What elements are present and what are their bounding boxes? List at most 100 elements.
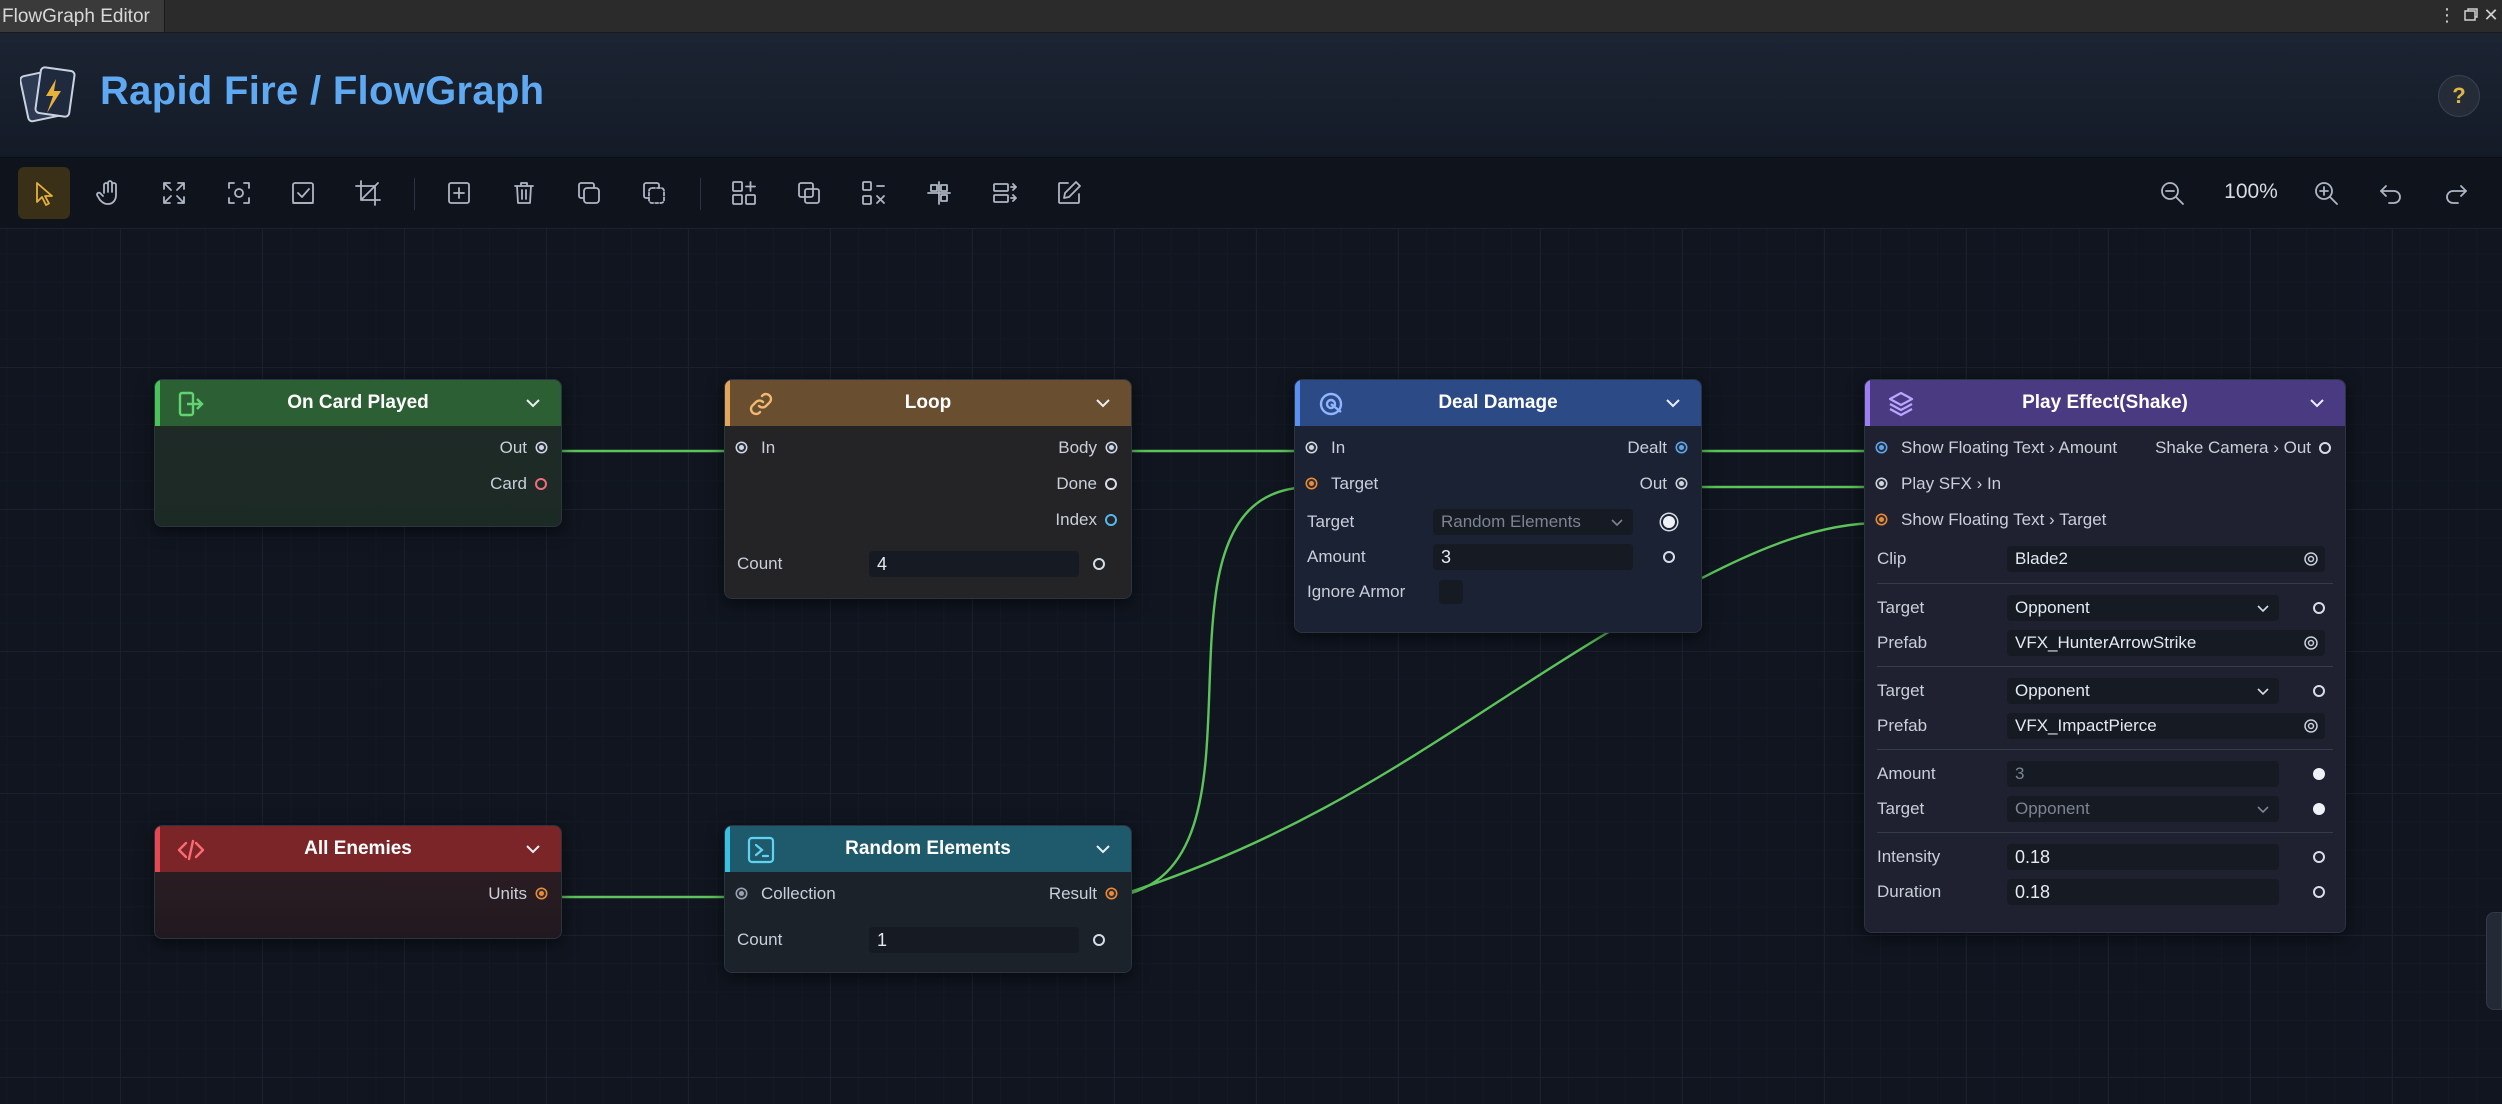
ungroup-button[interactable] — [783, 167, 835, 219]
duplicate-button[interactable] — [563, 167, 615, 219]
edit-button[interactable] — [1043, 167, 1095, 219]
target1-select[interactable]: Opponent — [2007, 595, 2279, 621]
prefab2-field[interactable]: VFX_ImpactPierce — [2007, 713, 2325, 739]
port-target[interactable] — [1307, 479, 1316, 488]
chevron-down-icon[interactable] — [1095, 397, 1111, 409]
port-body[interactable] — [1107, 443, 1116, 452]
amount-label: Amount — [1877, 764, 1936, 783]
edit-icon — [1058, 181, 1081, 204]
port-units[interactable] — [537, 889, 546, 898]
prefab1-field[interactable]: VFX_HunterArrowStrike — [2007, 630, 2325, 656]
copy-button[interactable] — [628, 167, 680, 219]
help-button[interactable]: ? — [2438, 75, 2480, 117]
align-button[interactable] — [913, 167, 965, 219]
node-title: On Card Played — [287, 392, 429, 413]
duration-input[interactable]: 0.18 — [2007, 879, 2279, 905]
undo-button[interactable] — [2365, 167, 2417, 219]
node-title: Deal Damage — [1438, 392, 1558, 413]
port-target-value[interactable] — [1663, 516, 1675, 528]
object-picker-icon[interactable] — [2303, 551, 2319, 567]
amount-input[interactable]: 3 — [2007, 761, 2279, 787]
port-amount[interactable] — [2313, 768, 2325, 780]
object-picker-icon[interactable] — [2303, 718, 2319, 734]
zoom-in-button[interactable] — [2300, 167, 2352, 219]
port-duration[interactable] — [2313, 886, 2325, 898]
more-vert-icon[interactable]: ⋮ — [2438, 5, 2456, 25]
node-deal-damage[interactable]: Deal Damage In Target Dealt Out Target R… — [1294, 379, 1702, 633]
port-intensity[interactable] — [2313, 851, 2325, 863]
port-target3[interactable] — [2313, 803, 2325, 815]
window-tab[interactable]: FlowGraph Editor — [0, 0, 165, 32]
chevron-down-icon[interactable] — [525, 843, 541, 855]
target3-select[interactable]: Opponent — [2007, 796, 2279, 822]
disconnect-button[interactable] — [848, 167, 900, 219]
node-header[interactable]: Play Effect(Shake) — [1865, 380, 2345, 426]
pan-tool-button[interactable] — [83, 167, 135, 219]
select-tool-button[interactable] — [18, 167, 70, 219]
port-amount[interactable] — [1663, 551, 1675, 563]
target-select[interactable]: Random Elements — [1433, 509, 1633, 535]
port-result[interactable] — [1107, 889, 1116, 898]
intensity-input[interactable]: 0.18 — [2007, 844, 2279, 870]
port-index[interactable] — [1105, 514, 1117, 526]
port-collection[interactable] — [737, 889, 746, 898]
port-label-units: Units — [488, 884, 527, 903]
port-out[interactable] — [537, 443, 546, 452]
port-dealt[interactable] — [1677, 443, 1686, 452]
target2-select[interactable]: Opponent — [2007, 678, 2279, 704]
node-random-elements[interactable]: Random Elements Collection Result Count … — [724, 825, 1132, 973]
chevron-down-icon[interactable] — [2309, 397, 2325, 409]
count-label: Count — [737, 554, 783, 573]
port-target1[interactable] — [2313, 602, 2325, 614]
zoom-out-button[interactable] — [2146, 167, 2198, 219]
node-on-card-played[interactable]: On Card Played Out Card — [154, 379, 562, 527]
object-picker-icon[interactable] — [2303, 635, 2319, 651]
chevron-down-icon[interactable] — [1665, 397, 1681, 409]
add-node-button[interactable] — [433, 167, 485, 219]
port-label-result: Result — [1048, 884, 1097, 903]
count-input[interactable]: 4 — [869, 551, 1079, 577]
port-done[interactable] — [1105, 478, 1117, 490]
chevron-down-icon[interactable] — [1095, 843, 1111, 855]
port-floating-amount[interactable] — [1877, 443, 1886, 452]
redo-button[interactable] — [2430, 167, 2482, 219]
node-header[interactable]: On Card Played — [155, 380, 561, 426]
node-header[interactable]: Loop — [725, 380, 1131, 426]
disconnect-icon — [862, 181, 885, 205]
node-header[interactable]: Random Elements — [725, 826, 1131, 872]
count-input[interactable]: 1 — [869, 927, 1079, 953]
port-shake-out[interactable] — [2319, 442, 2331, 454]
node-loop[interactable]: Loop In Body Done Index Count 4 — [724, 379, 1132, 599]
crop-button[interactable] — [342, 167, 394, 219]
side-panel-handle[interactable] — [2486, 912, 2502, 1010]
node-play-effect-shake[interactable]: Play Effect(Shake) Show Floating Text › … — [1864, 379, 2346, 933]
restore-icon[interactable] — [2460, 4, 2482, 26]
target-value: Random Elements — [1441, 512, 1581, 531]
port-out[interactable] — [1677, 479, 1686, 488]
node-header[interactable]: All Enemies — [155, 826, 561, 872]
group-button[interactable] — [718, 167, 770, 219]
port-in[interactable] — [1307, 443, 1316, 452]
port-count[interactable] — [1093, 558, 1105, 570]
node-header[interactable]: Deal Damage — [1295, 380, 1701, 426]
clip-field[interactable]: Blade2 — [2007, 546, 2325, 572]
delete-button[interactable] — [498, 167, 550, 219]
chevron-down-icon[interactable] — [525, 397, 541, 409]
checklist-icon — [292, 182, 314, 204]
fit-view-button[interactable] — [148, 167, 200, 219]
amount-input[interactable]: 3 — [1433, 544, 1633, 570]
ignore-armor-checkbox[interactable] — [1439, 580, 1463, 604]
distribute-button[interactable] — [978, 167, 1030, 219]
focus-button[interactable] — [213, 167, 265, 219]
port-target2[interactable] — [2313, 685, 2325, 697]
port-in[interactable] — [737, 443, 746, 452]
close-icon[interactable]: ✕ — [2483, 5, 2499, 25]
port-label-dealt: Dealt — [1627, 438, 1667, 457]
port-floating-target[interactable] — [1877, 515, 1886, 524]
select-all-button[interactable] — [277, 167, 329, 219]
port-count[interactable] — [1093, 934, 1105, 946]
port-play-sfx-in[interactable] — [1877, 479, 1886, 488]
node-all-enemies[interactable]: All Enemies Units — [154, 825, 562, 939]
group-icon — [732, 181, 756, 205]
port-card[interactable] — [535, 478, 547, 490]
